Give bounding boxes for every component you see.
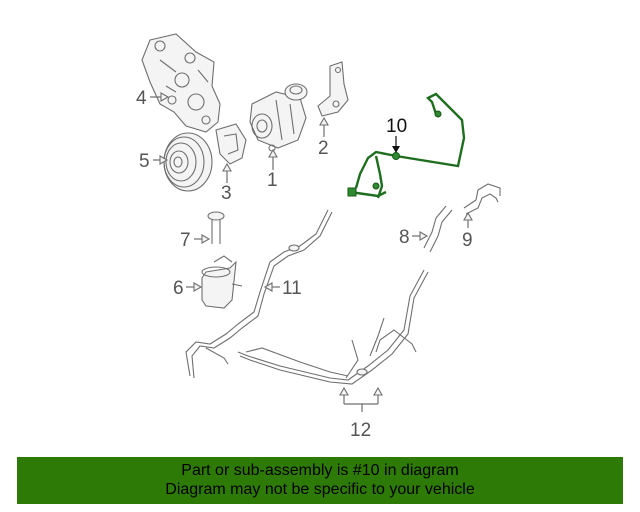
callout-12: 12 [350,420,371,441]
part-6-reservoir[interactable] [201,255,243,309]
callout-5: 5 [139,151,150,172]
arrow-12b [373,386,383,396]
part-4-mounting-bracket[interactable] [141,33,221,133]
arrow-11 [263,282,273,292]
part-5-pulley[interactable] [163,132,213,192]
arrow-2 [319,116,329,126]
arrow-5 [159,155,169,165]
leader-12 [343,392,379,412]
parts-diagram: 4 5 3 1 2 [136,33,501,441]
callout-11: 11 [282,278,302,299]
part-12-cooler-lines[interactable] [237,269,429,385]
arrow-3 [222,162,232,172]
part-info-banner: Part or sub-assembly is #10 in diagram D… [17,457,623,504]
part-8-hose[interactable] [423,205,453,253]
arrow-7 [201,234,211,244]
banner-line-1: Part or sub-assembly is #10 in diagram [181,462,459,479]
arrow-8 [419,231,429,241]
callout-7: 7 [180,230,191,251]
part-7-reservoir-cap[interactable] [207,211,225,244]
callout-1: 1 [267,170,278,191]
arrow-12a [339,386,349,396]
callout-9: 9 [462,230,473,251]
arrow-4 [160,92,170,102]
arrow-6 [193,282,203,292]
part-9-return-hose[interactable] [463,183,501,215]
callout-10: 10 [386,116,407,137]
part-1-power-steering-pump[interactable] [249,83,308,152]
callout-4: 4 [136,88,147,109]
part-3-shield[interactable] [215,123,247,165]
part-11-pressure-line[interactable] [185,209,333,379]
part-2-bracket[interactable] [317,61,349,117]
callout-6: 6 [173,278,184,299]
arrow-10 [392,146,400,153]
banner-line-2: Diagram may not be specific to your vehi… [165,481,475,498]
callout-2: 2 [318,138,329,159]
callout-8: 8 [399,227,410,248]
arrow-9 [463,211,473,221]
callout-3: 3 [221,183,232,204]
arrow-1 [268,148,278,158]
part-10-pressure-hose[interactable] [347,92,466,199]
